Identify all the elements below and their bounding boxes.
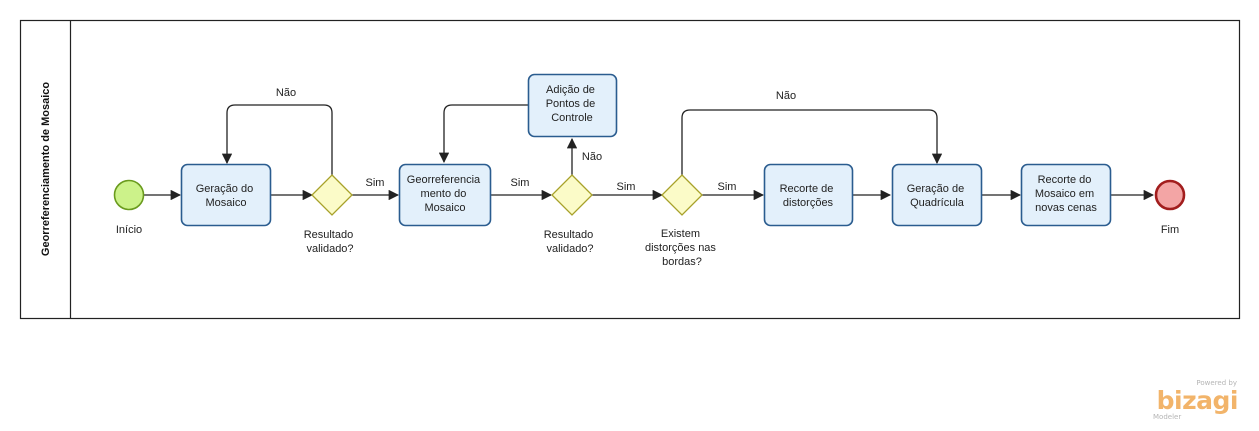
- task-distortion-crop-box[interactable]: [763, 163, 854, 227]
- start-event[interactable]: [113, 179, 145, 211]
- task-distortion-crop[interactable]: Recorte de distorções: [763, 163, 854, 227]
- gateway-3-label: Existem distorções nas bordas?: [645, 228, 719, 268]
- gateway-distortions-edges[interactable]: [661, 174, 703, 216]
- g2-yes-label: Sim: [617, 181, 636, 193]
- task-mosaic-crop-label: Recorte do Mosaico em novas cenas: [1035, 174, 1098, 214]
- task-georeferencing-label: Georreferencia mento do Mosaico: [407, 174, 483, 214]
- task-grid-generation-box[interactable]: [891, 163, 983, 227]
- task-mosaic-generation[interactable]: Geração do Mosaico: [180, 163, 272, 227]
- gateway-result-validated-2[interactable]: [551, 174, 593, 216]
- task-mosaic-crop[interactable]: Recorte do Mosaico em novas cenas: [1020, 163, 1112, 227]
- task-mosaic-crop-box[interactable]: [1020, 163, 1112, 227]
- end-event[interactable]: [1154, 179, 1186, 211]
- pool-title: Georreferenciamento de Mosaico: [40, 82, 52, 257]
- g1-no-label: Não: [276, 87, 296, 99]
- task-add-control-points-box[interactable]: [527, 73, 618, 138]
- task-add-control-points[interactable]: Adição de Pontos de Controle: [527, 73, 618, 138]
- g3-yes-label: Sim: [718, 181, 737, 193]
- end-event-label: Fim: [1161, 224, 1179, 236]
- g1-yes-label: Sim: [366, 177, 385, 189]
- task-mosaic-generation-label: Geração do Mosaico: [196, 183, 257, 209]
- flow-g3-no-loop: [681, 109, 943, 175]
- g2-no-label: Não: [582, 151, 602, 163]
- task-mosaic-generation-box[interactable]: [180, 163, 272, 227]
- task-add-control-points-label: Adição de Pontos de Controle: [546, 84, 599, 124]
- task-grid-generation[interactable]: Geração de Quadrícula: [891, 163, 983, 227]
- task-georeferencing[interactable]: Georreferencia mento do Mosaico: [398, 163, 492, 227]
- flow-g1-no-loop: [221, 104, 333, 175]
- gateway-2-label: Resultado validado?: [544, 229, 597, 255]
- georef-yes-label: Sim: [511, 177, 530, 189]
- bizagi-powered-text: Powered by: [1196, 379, 1237, 387]
- gateway-result-validated-1[interactable]: [311, 174, 353, 216]
- g3-no-label: Não: [776, 90, 796, 102]
- bizagi-logo: Powered by bizagi Modeler: [1153, 379, 1239, 421]
- bizagi-product-text: Modeler: [1153, 413, 1181, 421]
- task-distortion-crop-label: Recorte de distorções: [780, 183, 837, 209]
- start-event-label: Início: [116, 224, 142, 236]
- task-grid-generation-label: Geração de Quadrícula: [907, 183, 968, 209]
- flow-control-points-to-georef: [438, 104, 528, 164]
- gateway-1-label: Resultado validado?: [304, 229, 357, 255]
- bizagi-name-text: bizagi: [1157, 386, 1238, 415]
- task-georeferencing-box[interactable]: [398, 163, 492, 227]
